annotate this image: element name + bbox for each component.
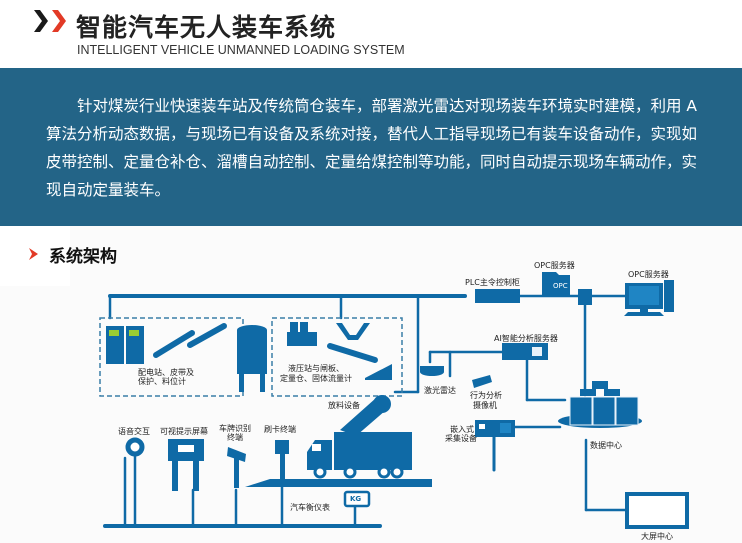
power-station-label-2: 保护、料位计 <box>138 377 186 386</box>
computer-icon <box>624 280 674 316</box>
ai-server-label: AI智能分析服务器 <box>494 334 558 343</box>
belt-conveyor-icon <box>153 323 227 358</box>
plc-cabinet-icon <box>475 289 520 303</box>
scale-meter-icon <box>343 490 371 508</box>
lidar-label: 激光雷达 <box>424 386 456 395</box>
power-station-group <box>99 317 244 397</box>
opc-badge: OPC <box>553 282 568 290</box>
hydraulic-label-1: 液压站与闸板、 <box>288 364 344 373</box>
embedded-device-icon <box>475 420 515 437</box>
camera-label-1: 行为分析 <box>470 391 502 400</box>
page-header: 智能汽车无人装车系统 INTELLIGENT VEHICLE UNMANNED … <box>0 0 742 68</box>
architecture-section <box>0 226 742 543</box>
data-center-label: 数据中心 <box>590 441 622 450</box>
power-cabinet-icon <box>106 326 144 364</box>
power-station-label-1: 配电站、皮带及 <box>138 368 194 377</box>
opc-server-label: OPC服务器 <box>534 261 575 270</box>
embedded-label-1: 嵌入式 <box>450 425 474 434</box>
card-terminal-icon <box>275 440 289 486</box>
description-banner: 针对煤炭行业快速装车站及传统筒仓装车，部署激光雷达对现场装车环境实时建模，利用 … <box>0 68 742 226</box>
chevron-right-icon <box>52 10 66 32</box>
voice-interaction-icon <box>125 437 145 457</box>
big-screen-label: 大屏中心 <box>641 532 673 541</box>
description-text: 针对煤炭行业快速装车站及传统筒仓装车，部署激光雷达对现场装车环境实时建模，利用 … <box>46 97 698 199</box>
hydraulic-label-2: 定量仓、固体流量计 <box>280 374 352 383</box>
plate-recognition-icon <box>227 447 246 488</box>
plate-label-2: 终端 <box>227 433 243 442</box>
discharge-label: 放料设备 <box>328 401 360 410</box>
chevron-right-icon <box>34 10 48 32</box>
camera-icon <box>472 375 492 388</box>
card-terminal-label: 刷卡终端 <box>264 425 296 434</box>
page-title: 智能汽车无人装车系统 <box>76 13 337 42</box>
silo-icon <box>237 325 267 392</box>
data-center-icon <box>558 381 642 428</box>
voice-label: 语音交互 <box>118 427 150 436</box>
ai-server-icon <box>502 343 548 360</box>
truck-icon <box>307 432 412 479</box>
truck-scale-platform <box>245 479 432 487</box>
scale-label: 汽车衡仪表 <box>290 503 330 512</box>
plate-label-1: 车牌识别 <box>219 424 251 433</box>
big-screen-icon <box>625 492 689 529</box>
plc-label: PLC主令控制柜 <box>465 278 520 287</box>
opc-server-2-label: OPC服务器 <box>628 270 669 279</box>
hydraulic-station-icon <box>287 322 392 380</box>
section-title: 系统架构 <box>49 247 117 267</box>
opc-folder-icon <box>542 272 570 297</box>
kg-badge: KG <box>350 495 362 503</box>
network-switch-icon <box>578 289 592 305</box>
section-arrow-icon <box>29 248 38 260</box>
display-screen-icon <box>168 439 204 491</box>
page-subtitle: INTELLIGENT VEHICLE UNMANNED LOADING SYS… <box>77 43 405 57</box>
discharge-arm-icon <box>340 395 391 436</box>
camera-label-2: 摄像机 <box>473 401 497 410</box>
hydraulic-group <box>271 317 403 397</box>
embedded-label-2: 采集设备 <box>445 434 477 443</box>
display-screen-label: 可视提示屏幕 <box>160 427 208 436</box>
lidar-icon <box>420 366 444 376</box>
